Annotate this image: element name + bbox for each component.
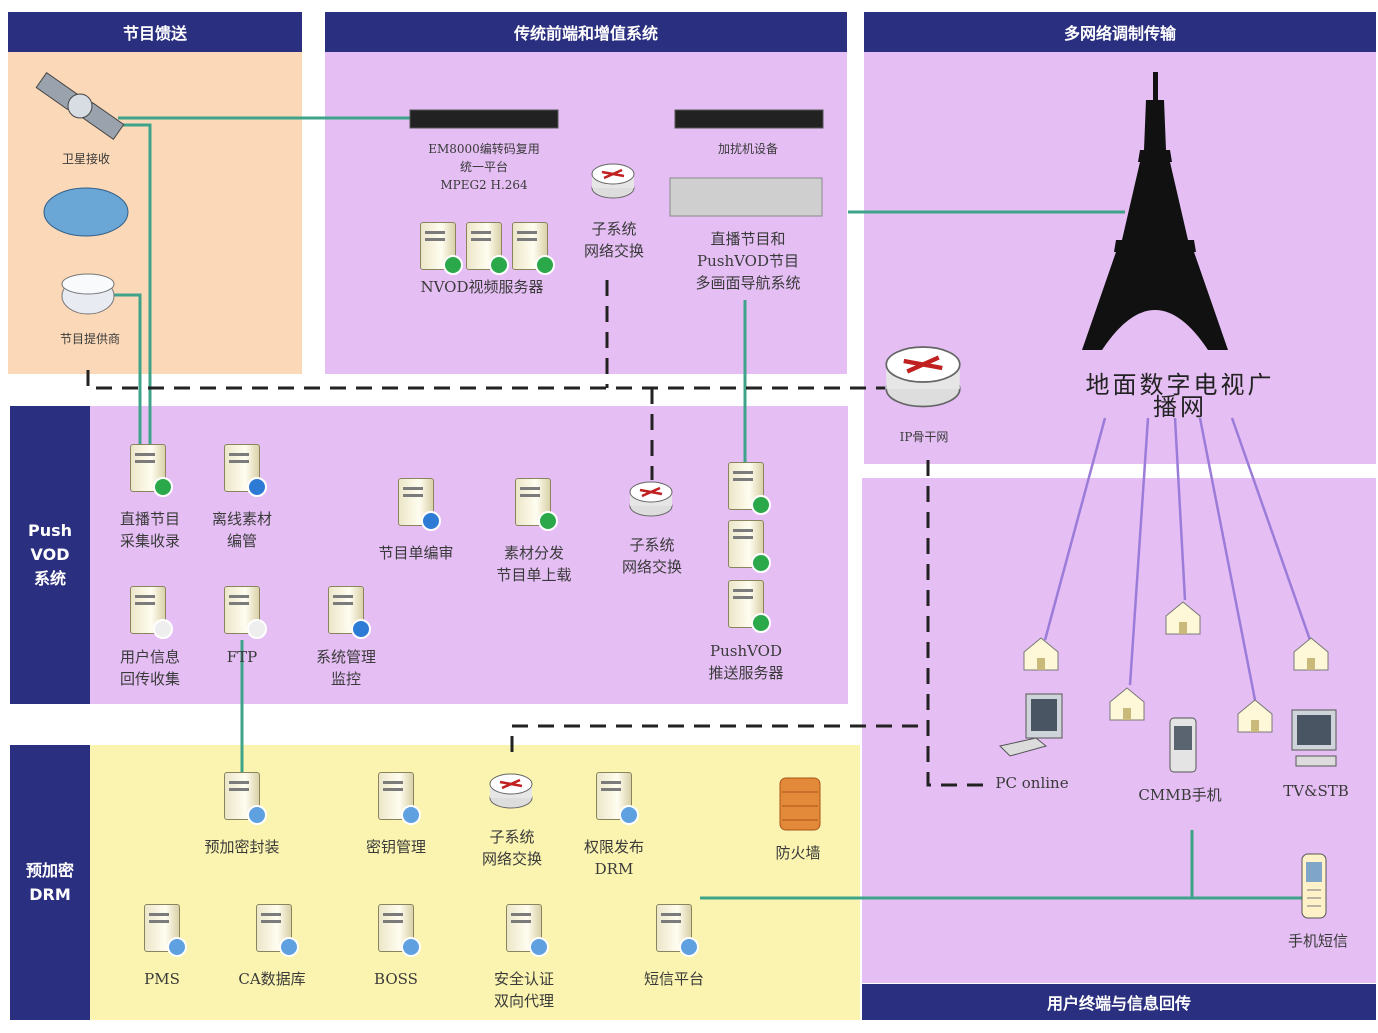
house-icon [1165,601,1201,635]
router-icon [629,481,673,517]
scrambler-rack-icon [674,109,824,129]
house-icon [1293,637,1329,671]
server-icon [512,222,555,275]
label-provider: 节目提供商 [59,332,121,346]
sms-phone-icon [1301,853,1327,919]
server-icon [656,904,699,957]
server-icon [728,520,771,573]
server-icon [224,772,267,825]
header-user-terminal: 用户终端与信息回传 [862,984,1376,1020]
header-push-vod: Push VOD 系统 [10,406,90,704]
label-satellite: 卫星接收 [61,152,111,166]
server-icon [420,222,463,275]
header-multi-network: 多网络调制传输 [864,12,1376,52]
pushvod-panel [90,406,848,704]
label-rights: 权限发布 DRM [583,838,645,878]
drm-panel [90,745,860,1020]
label-pms: PMS [144,970,180,988]
label-ca-db: CA数据库 [238,970,306,988]
server-icon [378,904,421,957]
house-icon [1023,637,1059,671]
label-auth: 安全认证 双向代理 [493,970,555,1010]
encoder-rack-icon [409,109,559,129]
label-sms-platform: 短信平台 [643,970,705,988]
tower-icon [1082,72,1228,350]
label-pushvod-subswitch: 子系统 网络交换 [621,536,683,576]
label-cmmb: CMMB手机 [1138,786,1222,804]
firewall-icon [779,777,821,831]
server-icon [466,222,509,275]
label-monitor: 系统管理 监控 [315,648,377,688]
label-ip-backbone: IP骨干网 [899,430,949,444]
label-encoder: EM8000编转码复用 统一平台 MPEG2 H.264 [428,142,540,192]
label-nvod: NVOD视频服务器 [420,278,544,296]
header-pre-encrypt-drm: 预加密 DRM [10,745,90,1020]
label-review: 节目单编审 [378,544,454,562]
label-ftp: FTP [226,648,258,666]
label-key-mgmt: 密钥管理 [365,838,427,856]
server-icon [506,904,549,957]
label-boss: BOSS [374,970,418,988]
router-icon [489,773,533,809]
label-user-info: 用户信息 回传收集 [119,648,181,688]
server-icon [224,444,267,497]
mobile-phone-icon [1169,717,1197,773]
ip-backbone-router-icon [885,346,961,408]
server-icon [130,444,173,497]
header-program-source: 节目馈送 [8,12,302,52]
router-icon [591,163,635,199]
line-ip-backbone [86,370,885,390]
label-firewall: 防火墙 [775,844,821,862]
label-nav-system: 直播节目和 PushVOD节目 多画面导航系统 [695,230,801,292]
server-icon [144,904,187,957]
house-icon [1237,699,1273,733]
pc-icon [999,693,1063,757]
label-distribute: 素材分发 节目单上载 [496,544,572,584]
label-pc-online: PC online [995,774,1069,792]
label-scrambler: 加扰机设备 [717,142,779,156]
label-dtv-network: 地面数字电视广播网 [1085,371,1275,421]
label-drm-subswitch: 子系统 网络交换 [481,828,543,868]
header-traditional-frontend: 传统前端和增值系统 [325,12,847,52]
server-icon [728,462,771,515]
server-icon [398,478,441,531]
server-icon [224,586,267,639]
label-offline: 离线素材 编管 [211,510,273,550]
nav-system-icon [669,177,823,217]
label-sms-phone: 手机短信 [1288,932,1349,950]
cloud-icon [43,187,129,237]
server-icon [256,904,299,957]
server-icon [596,772,639,825]
label-frontend-subswitch: 子系统 网络交换 [583,220,645,260]
server-icon [378,772,421,825]
label-pre-package: 预加密封装 [204,838,280,856]
provider-disk-icon [61,273,115,315]
server-icon [515,478,558,531]
satellite-icon [35,72,125,140]
server-icon [728,580,771,633]
server-icon [328,586,371,639]
label-tv-stb: TV&STB [1283,782,1349,800]
tv-stb-icon [1291,709,1337,767]
label-push-server: PushVOD 推送服务器 [708,642,784,682]
house-icon [1109,687,1145,721]
label-live-collect: 直播节目 采集收录 [119,510,181,550]
server-icon [130,586,173,639]
